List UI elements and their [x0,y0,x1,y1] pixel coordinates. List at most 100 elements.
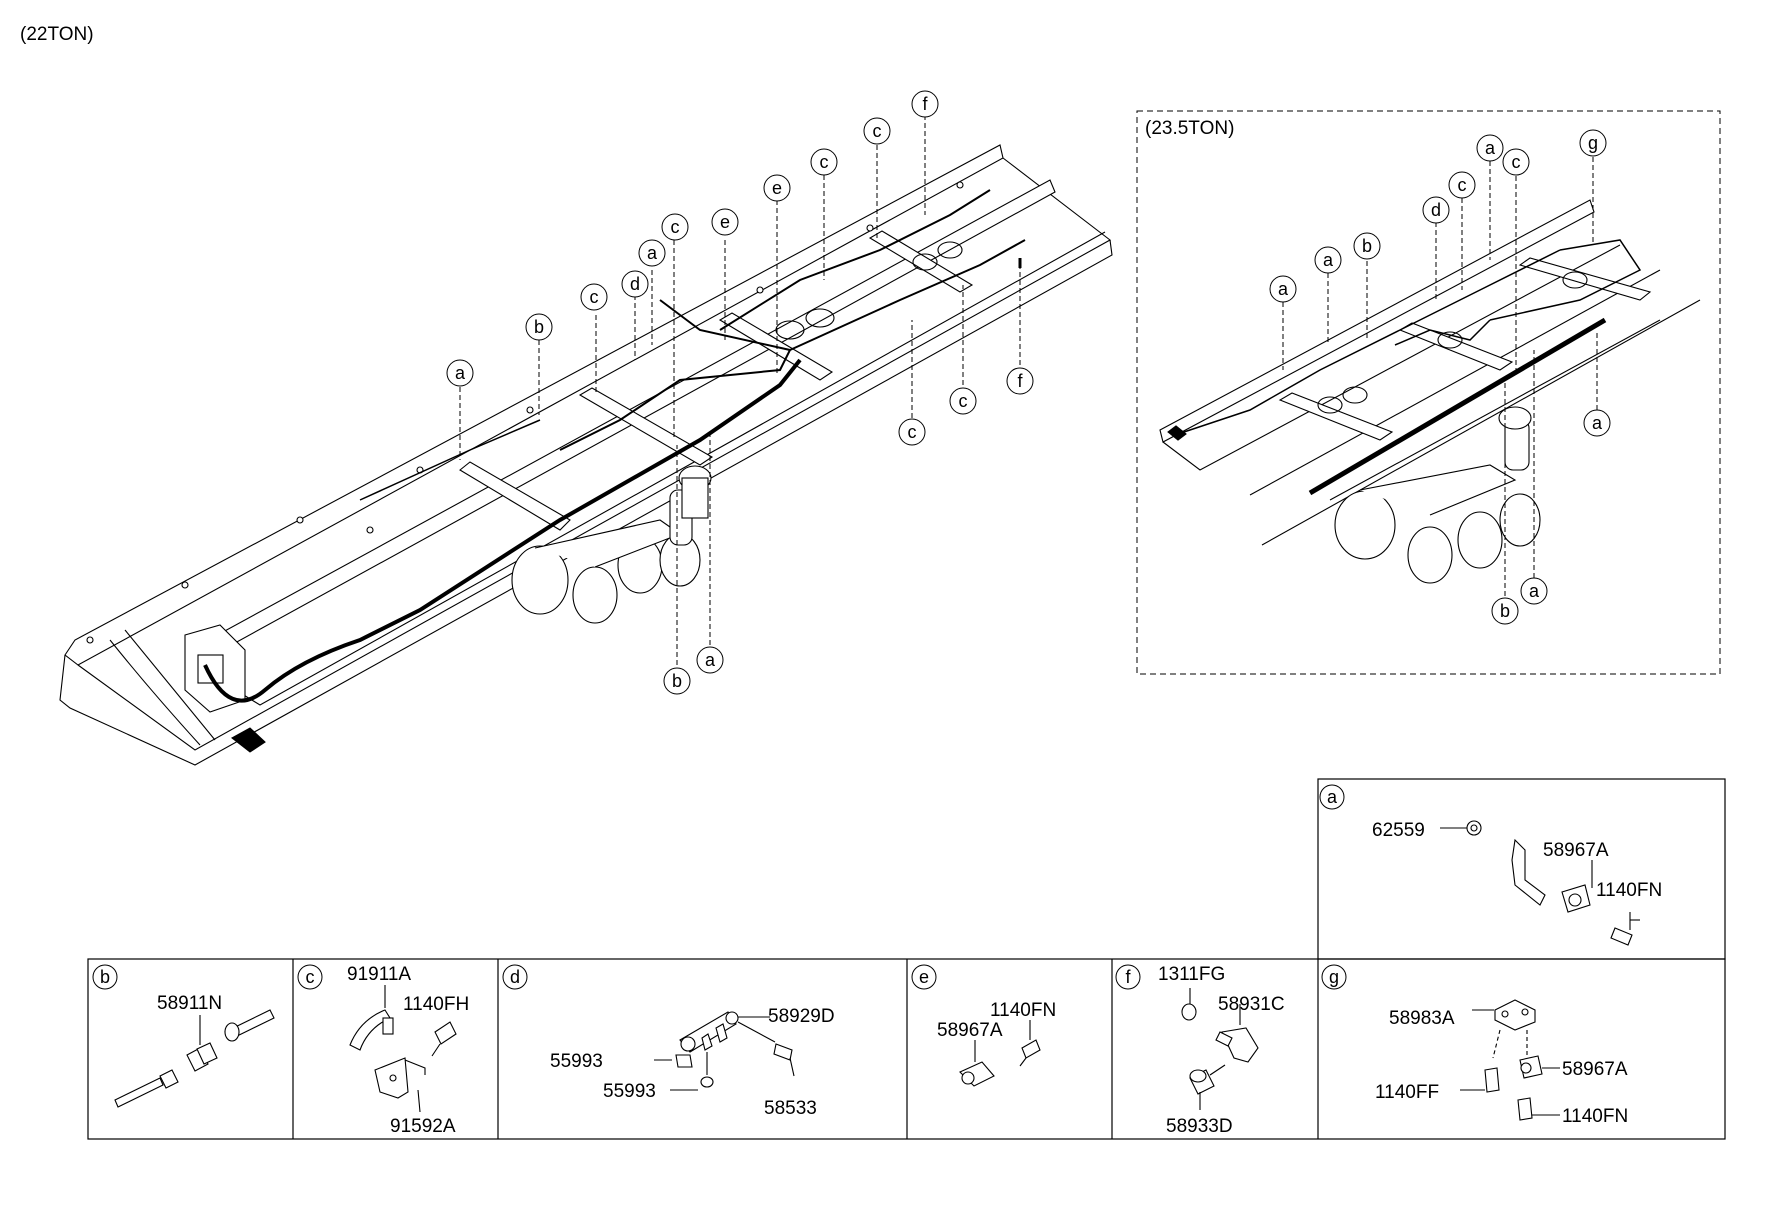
svg-text:c: c [959,391,968,411]
inset-chassis-drawing [1159,199,1701,584]
svg-text:a: a [1323,250,1334,270]
svg-text:a: a [1485,138,1496,158]
part-number: 1140FH [403,994,469,1015]
svg-text:c: c [1458,175,1467,195]
part-number: 1140FN [1596,880,1662,901]
panel-g: g 58983A 58967A 1140FF 1140FN [1321,964,1628,1127]
panel-c-parts-drawing [349,985,457,1113]
svg-text:b: b [1500,601,1510,621]
inset-title: (23.5TON) [1145,118,1234,139]
svg-text:e: e [772,178,782,198]
callout-bubble: e [711,208,739,236]
callout-bubble: g [1579,129,1607,157]
part-number: 1140FN [1562,1106,1628,1127]
part-number: 58533 [764,1098,817,1119]
svg-text:c: c [820,152,829,172]
callout-bubble: b [663,667,691,695]
part-number: 62559 [1372,820,1425,841]
svg-text:c: c [671,217,680,237]
svg-text:c: c [1512,152,1521,172]
part-number: 55993 [550,1051,603,1072]
callout-bubble: a [1583,409,1611,437]
callout-bubble: b [1491,597,1519,625]
svg-text:a: a [455,363,466,383]
part-number: 58911N [157,993,222,1014]
inset-callouts: a a b d c a c g a a b [1269,129,1611,625]
part-number: 58933D [1166,1116,1233,1137]
panel-a-parts-drawing [1440,820,1640,946]
svg-text:b: b [672,671,682,691]
part-number: 55993 [603,1081,656,1102]
callout-bubble: c [898,418,926,446]
callout-bubble: a [638,239,666,267]
panel-c-letter: c [306,967,315,987]
callout-bubble: b [1353,232,1381,260]
part-number: 91592A [390,1116,456,1137]
panel-b: b 58911N [92,964,275,1108]
part-number: 1140FN [990,1000,1056,1021]
main-callouts: a b c d a c e e c c f c c f b a [446,90,1034,695]
svg-text:a: a [705,650,716,670]
part-number: 91911A [347,964,411,985]
panel-g-letter: g [1329,967,1339,987]
callout-bubble: c [1502,148,1530,176]
panel-f: f 1311FG 58931C 58933D [1115,964,1285,1137]
callout-bubble: e [763,174,791,202]
svg-text:a: a [1592,413,1603,433]
panel-d: d 58929D 55993 55993 58533 [502,964,835,1119]
panel-b-parts-drawing [114,1009,275,1108]
callout-bubble: d [1422,196,1450,224]
panel-g-parts-drawing [1460,999,1560,1121]
panel-d-parts-drawing [654,1011,795,1091]
svg-text:b: b [534,317,544,337]
svg-text:c: c [873,121,882,141]
callout-bubble: c [949,387,977,415]
panel-e: e 1140FN 58967A [911,964,1056,1087]
svg-text:d: d [630,274,640,294]
callout-bubble: c [810,148,838,176]
callout-bubble: c [580,283,608,311]
svg-text:g: g [1588,133,1598,153]
callout-bubble: a [1314,246,1342,274]
callout-bubble: f [911,90,939,118]
panel-a-letter: a [1327,787,1338,807]
callout-bubble: a [1520,577,1548,605]
callout-bubble: a [1269,275,1297,303]
part-number: 58929D [768,1006,835,1027]
svg-text:a: a [647,243,658,263]
part-number: 1140FF [1375,1082,1439,1103]
svg-text:c: c [908,422,917,442]
panel-f-letter: f [1125,967,1131,987]
inset-box [1136,110,1721,675]
callout-bubble: c [863,117,891,145]
svg-text:d: d [1431,200,1441,220]
main-title: (22TON) [20,24,94,45]
callout-bubble: a [1476,134,1504,162]
svg-text:f: f [1017,371,1023,391]
panel-e-parts-drawing [959,1020,1041,1087]
callout-bubble: d [621,270,649,298]
panel-b-letter: b [100,967,110,987]
svg-text:e: e [720,212,730,232]
svg-text:b: b [1362,236,1372,256]
part-number: 58967A [1562,1059,1628,1080]
main-leaders [459,115,1021,665]
panel-d-letter: d [510,967,520,987]
svg-text:a: a [1278,279,1289,299]
callout-bubble: a [696,646,724,674]
panel-e-letter: e [919,967,929,987]
svg-text:c: c [590,287,599,307]
panel-a: a 62559 58967A 1140FN [1319,784,1662,946]
callout-bubble: b [525,313,553,341]
main-chassis-drawing [59,144,1113,766]
part-number: 58967A [1543,840,1609,861]
part-number: 58983A [1389,1008,1455,1029]
part-number: 1311FG [1158,964,1225,985]
detail-panels-frame [87,778,1726,1140]
inset-leaders [1282,157,1598,596]
part-number: 58967A [937,1020,1003,1041]
svg-text:f: f [922,94,928,114]
svg-text:a: a [1529,581,1540,601]
callout-bubble: a [446,359,474,387]
